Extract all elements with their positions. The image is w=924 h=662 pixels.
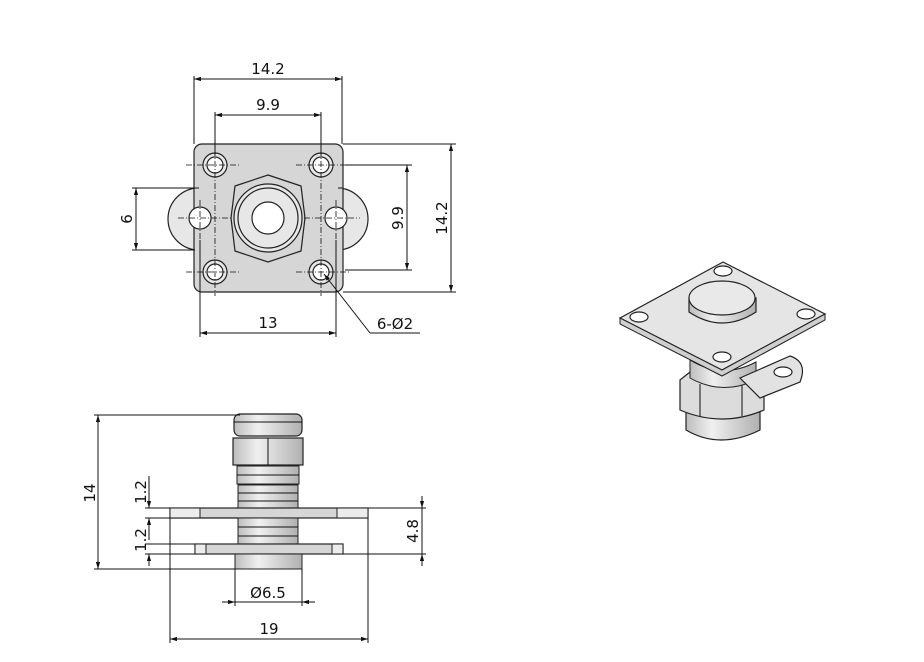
tab-hole-right — [324, 206, 348, 230]
top-view: 14.2 9.9 13 6-Ø2 6 9.9 14.2 — [118, 60, 456, 337]
isometric-view — [618, 261, 827, 441]
dim-tab-height: 6 — [118, 214, 136, 224]
dim-tab-hole-spacing: 13 — [258, 314, 277, 332]
iso-tab — [738, 355, 803, 399]
dim-hole-spacing-x: 9.9 — [256, 96, 280, 114]
dim-overall-width-side: 19 — [259, 620, 278, 638]
dim-overall-width: 14.2 — [251, 60, 284, 78]
dim-hole-spacing-y: 9.9 — [389, 206, 407, 230]
iso-button — [688, 280, 756, 316]
side-view: 14 1.2 1.2 4.8 Ø6.5 19 — [81, 413, 426, 643]
dim-overall-height: 14.2 — [433, 201, 451, 234]
dim-total-height: 14 — [81, 483, 99, 502]
lower-plate — [194, 543, 344, 555]
dim-lower-plate-thickness: 1.2 — [132, 528, 150, 552]
dim-holes-callout: 6-Ø2 — [377, 315, 413, 333]
dim-plates-span: 4.8 — [404, 519, 422, 543]
dim-upper-plate-thickness: 1.2 — [132, 480, 150, 504]
center-bore — [251, 201, 285, 235]
dim-body-diameter: Ø6.5 — [250, 584, 286, 602]
